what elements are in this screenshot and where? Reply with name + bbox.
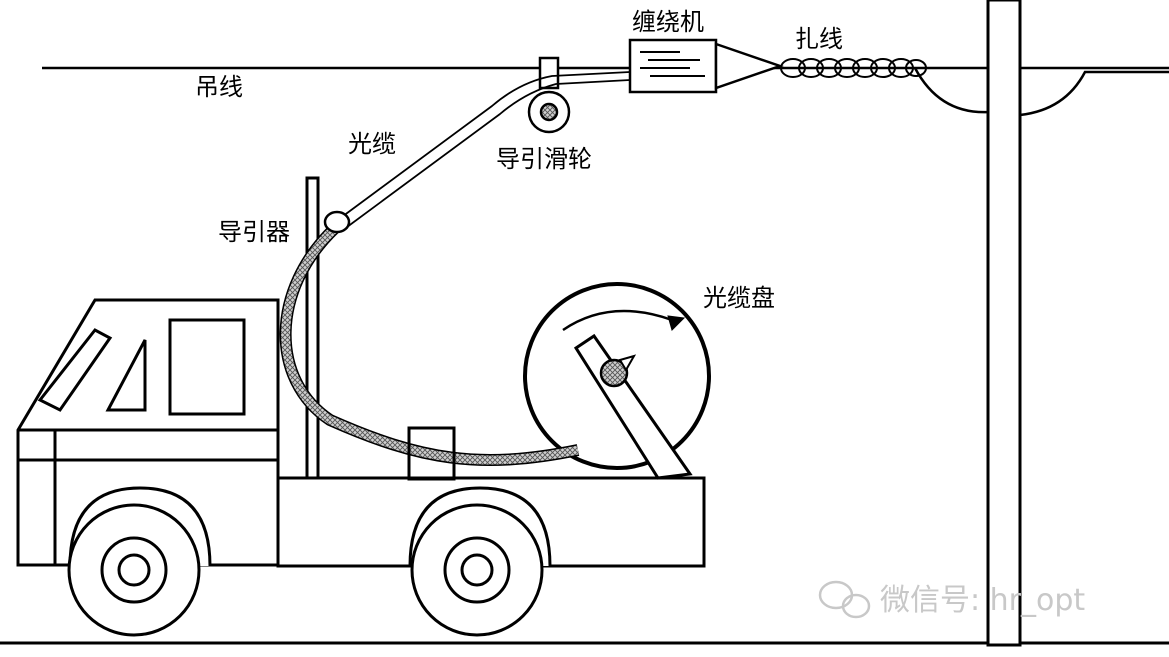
guide-pulley — [527, 56, 571, 134]
label-wrapping-machine: 缠绕机 — [632, 8, 704, 36]
label-messenger-wire: 吊线 — [195, 73, 243, 101]
label-lashing-wire: 扎线 — [795, 25, 843, 53]
wire-sag — [913, 67, 1169, 117]
truck-side-window — [168, 318, 246, 416]
truck-front-window — [37, 328, 113, 412]
cable-clamp-box — [407, 426, 456, 481]
truck-side-window-small — [105, 339, 147, 412]
label-cable-reel: 光缆盘 — [703, 284, 775, 312]
watermark-text: 微信号: hr_opt — [880, 583, 1085, 618]
label-guide-device: 导引器 — [218, 218, 290, 246]
guide-post — [305, 176, 320, 480]
utility-pole — [986, 0, 1022, 647]
optical-cable-overhead — [334, 71, 631, 231]
lashing-wire-coil — [780, 58, 927, 78]
truck — [16, 176, 706, 568]
wechat-icon — [818, 580, 871, 619]
guide-device — [323, 210, 351, 234]
label-optical-cable: 光缆 — [348, 130, 396, 158]
cable-reel — [523, 282, 711, 480]
wrapping-machine — [628, 38, 784, 94]
optical-cable-hatch — [281, 224, 579, 465]
wechat-watermark: 微信号: hr_opt — [818, 580, 1085, 619]
truck-wheels — [67, 486, 552, 637]
label-guide-pulley: 导引滑轮 — [496, 145, 592, 173]
